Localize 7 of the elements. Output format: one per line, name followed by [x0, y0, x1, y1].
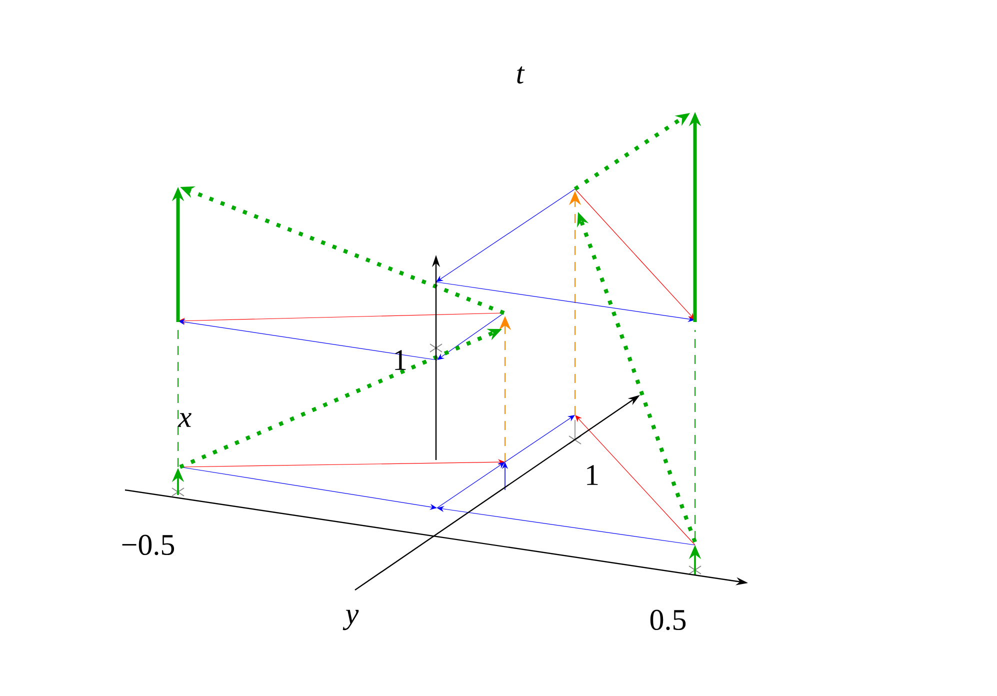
axis-label: x [178, 413, 192, 427]
axis-label: y [342, 610, 359, 630]
axis-label: t [517, 66, 525, 84]
axis-label: 1 [395, 350, 406, 370]
axis-label: −0.5 [122, 534, 174, 556]
axis-label: 0.5 [650, 610, 686, 630]
axis-label: 1 [587, 465, 598, 485]
